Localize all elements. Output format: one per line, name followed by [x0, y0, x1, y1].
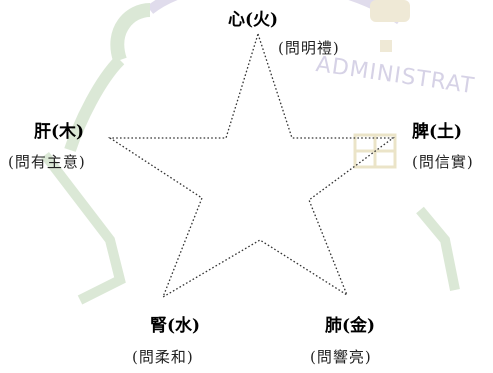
node-bottom-left-label: 腎(水)	[150, 316, 201, 336]
node-bottom-right-sub: (問響亮)	[310, 348, 372, 366]
node-left-sub: (問有主意)	[8, 153, 86, 171]
node-top-sub: (問明禮)	[278, 39, 340, 57]
node-left-label: 肝(木)	[34, 122, 85, 142]
node-right-label: 脾(土)	[412, 122, 463, 142]
node-bottom-left-sub: (問柔和)	[132, 348, 194, 366]
star-outline	[107, 31, 395, 299]
node-bottom-right-label: 肺(金)	[325, 316, 376, 336]
node-top-label: 心(火)	[228, 10, 279, 30]
node-right-sub: (問信實)	[412, 153, 474, 171]
